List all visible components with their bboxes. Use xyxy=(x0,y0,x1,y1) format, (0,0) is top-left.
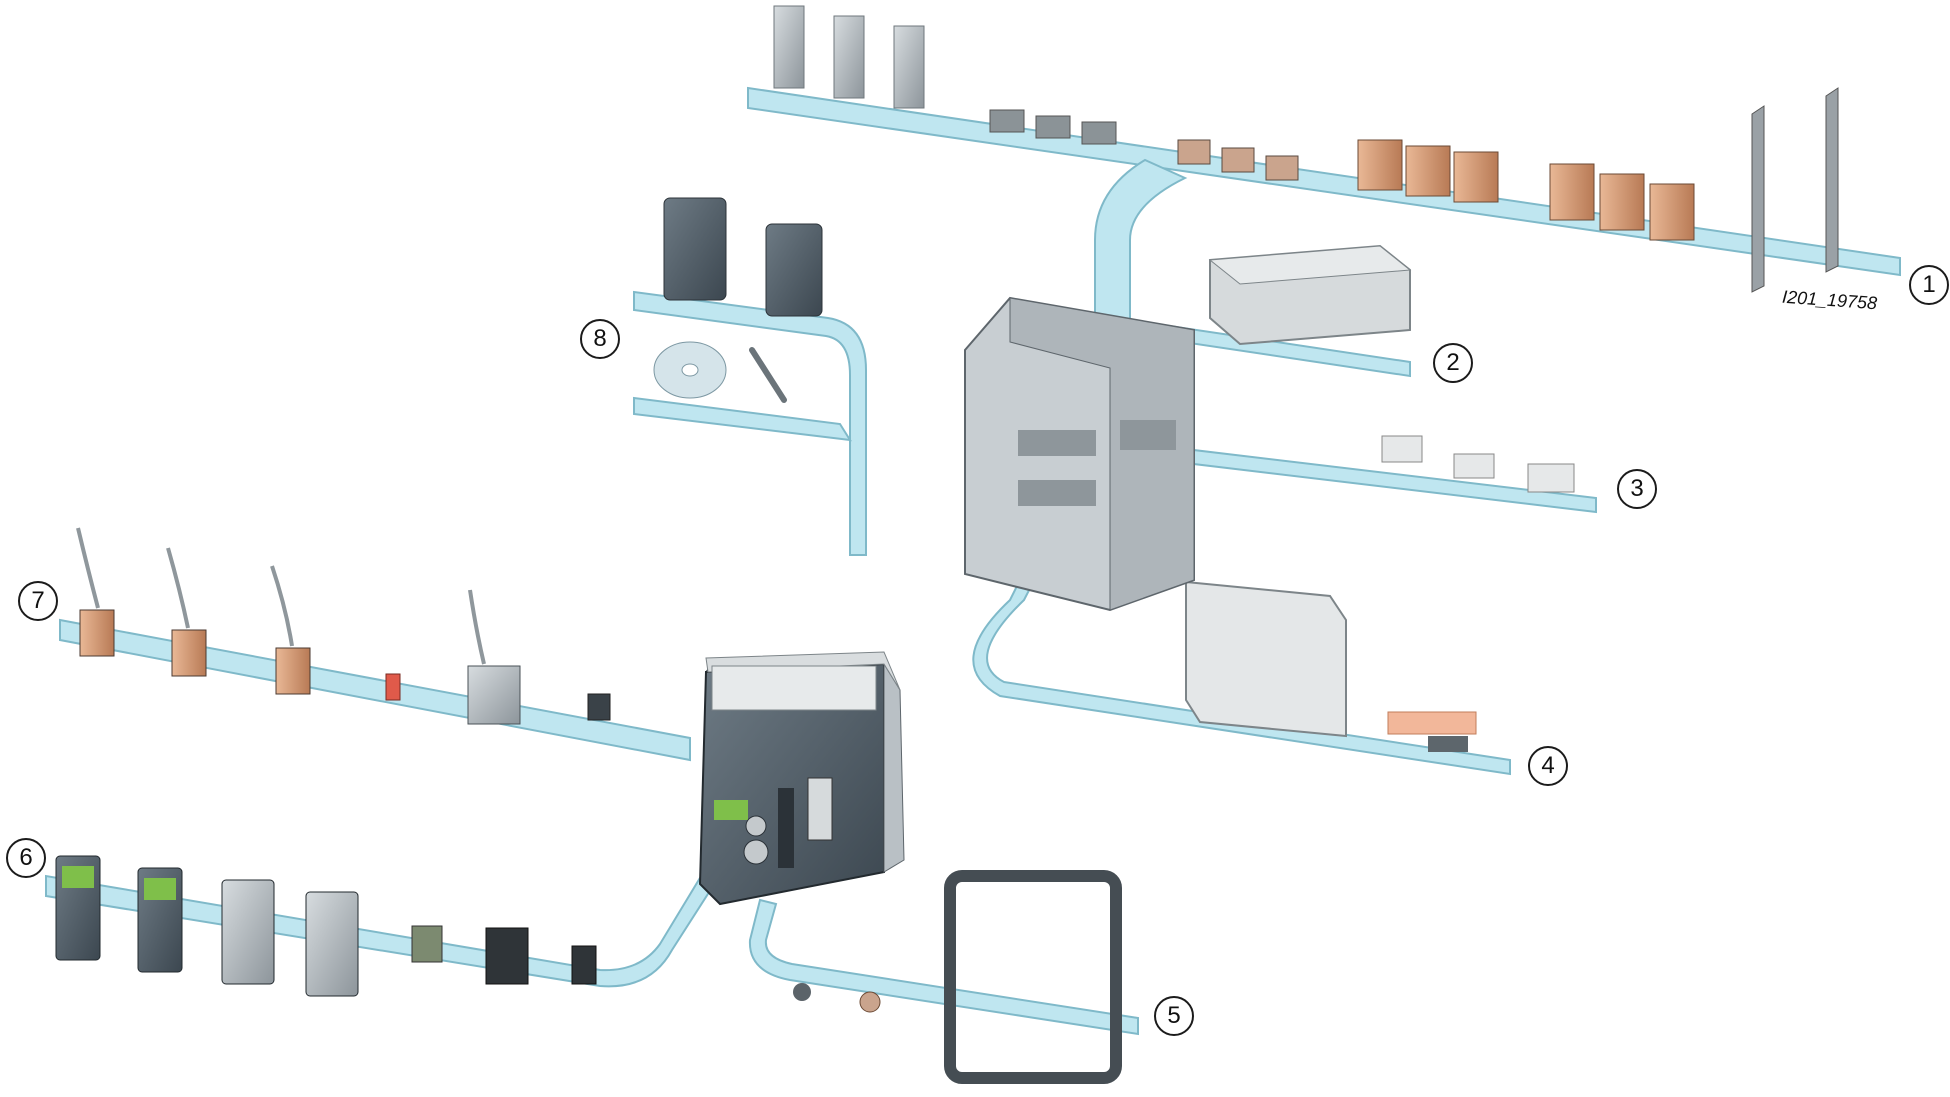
callout-4: 4 xyxy=(1528,746,1568,786)
rail-5 xyxy=(748,870,1139,1084)
circuit-breaker xyxy=(698,651,905,906)
callout-5: 5 xyxy=(1154,996,1194,1036)
rail-7 xyxy=(59,527,691,762)
terminal-post xyxy=(833,15,865,99)
rail-8 xyxy=(633,197,867,556)
guide-frame xyxy=(964,296,1195,612)
callout-3: 3 xyxy=(1617,469,1657,509)
terminal-post xyxy=(893,25,925,109)
rail-1 xyxy=(747,5,1901,321)
callout-6: 6 xyxy=(6,838,46,878)
rail-4 xyxy=(972,526,1511,776)
rail-6 xyxy=(45,855,724,997)
callout-8: 8 xyxy=(580,319,620,359)
callout-1: 1 xyxy=(1909,265,1949,305)
callout-2: 2 xyxy=(1433,343,1473,383)
callout-7: 7 xyxy=(18,581,58,621)
terminal-post xyxy=(773,5,805,89)
